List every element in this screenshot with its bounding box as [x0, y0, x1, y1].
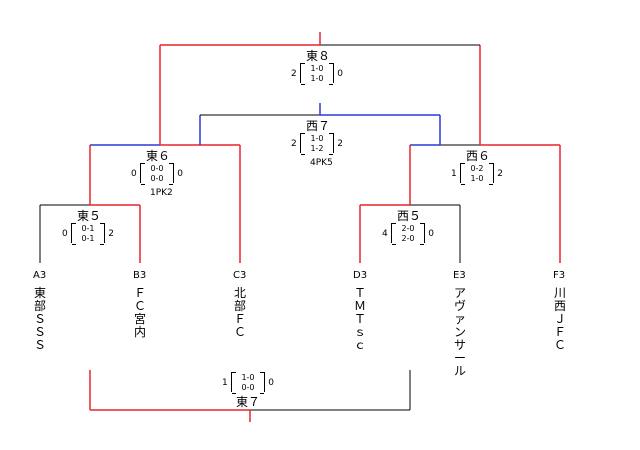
score-bracket [460, 163, 494, 185]
score-right: 2 [108, 229, 114, 239]
score-bracket [140, 163, 174, 185]
score-bracket [231, 372, 265, 394]
match-nishi5-name: 西５ [397, 209, 422, 223]
match-higashi5-name: 東５ [77, 209, 102, 223]
score-bracket [300, 133, 334, 155]
team-name: 北部ＦＣ [233, 286, 246, 339]
score-half-2: 0-0 [241, 383, 255, 392]
team-name: 東部ＳＳＳ [33, 286, 46, 352]
score-half-1: 1-0 [310, 64, 324, 73]
team-name: ＴＭＴｓｃ [353, 286, 366, 352]
score-right: 2 [337, 139, 343, 149]
score-half-1: 1-0 [241, 373, 255, 382]
score-right: 0 [337, 69, 343, 79]
match-higashi6-name: 東６ [146, 149, 171, 163]
team-seed: F3 [553, 270, 566, 281]
match-nishi6-score: 1 0-2 1-0 2 [451, 163, 503, 185]
score-left: 1 [451, 169, 457, 179]
match-nishi7-name: 西７ [306, 119, 331, 133]
score-left: 1 [222, 378, 228, 388]
match-higashi6-score: 0 0-0 0-0 0 [131, 163, 183, 185]
score-right: 0 [268, 378, 274, 388]
score-left: 4 [382, 229, 388, 239]
team-seed: A3 [33, 270, 47, 281]
score-half-1: 0-1 [81, 224, 95, 233]
team-name: ＦＣ宮内 [133, 286, 146, 339]
score-bracket [300, 63, 334, 85]
match-higashi6-pk: 1PK2 [150, 188, 173, 198]
match-higashi8-score: 2 1-0 1-0 0 [291, 63, 343, 85]
match-higashi7-score: 1 1-0 0-0 0 [222, 372, 274, 394]
team-seed: E3 [453, 270, 466, 281]
score-half-2: 1-2 [310, 144, 324, 153]
score-left: 0 [131, 169, 137, 179]
team-name: アヴァンサール [453, 286, 466, 378]
score-half-2: 2-0 [401, 234, 415, 243]
score-half-1: 1-0 [310, 134, 324, 143]
team-seed: C3 [233, 270, 247, 281]
score-bracket [71, 223, 105, 245]
score-half-2: 0-1 [81, 234, 95, 243]
score-half-1: 0-2 [470, 164, 484, 173]
match-nishi5-score: 4 2-0 2-0 0 [382, 223, 434, 245]
team-seed: B3 [133, 270, 147, 281]
score-right: 0 [177, 169, 183, 179]
match-higashi5-score: 0 0-1 0-1 2 [62, 223, 114, 245]
score-half-1: 0-0 [150, 164, 164, 173]
score-left: 2 [291, 139, 297, 149]
score-half-2: 1-0 [470, 174, 484, 183]
score-left: 0 [62, 229, 68, 239]
team-name: 川西ＪＦＣ [553, 286, 566, 352]
match-nishi6-name: 西６ [466, 149, 491, 163]
score-bracket [391, 223, 425, 245]
score-half-1: 2-0 [401, 224, 415, 233]
match-higashi8-name: 東８ [306, 49, 331, 63]
score-half-2: 1-0 [310, 74, 324, 83]
match-higashi7-name: 東７ [236, 395, 261, 409]
team-seed: D3 [353, 270, 368, 281]
match-nishi7-score: 2 1-0 1-2 2 [291, 133, 343, 155]
score-right: 2 [497, 169, 503, 179]
match-nishi7-pk: 4PK5 [310, 158, 333, 168]
score-left: 2 [291, 69, 297, 79]
score-right: 0 [428, 229, 434, 239]
score-half-2: 0-0 [150, 174, 164, 183]
